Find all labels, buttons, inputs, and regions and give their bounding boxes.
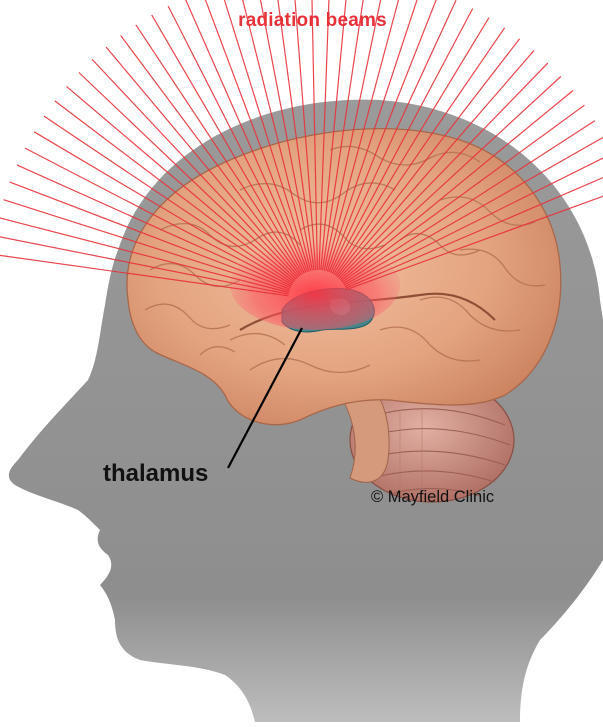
- copyright-credit: © Mayfield Clinic: [371, 488, 494, 507]
- radiation-beams-label: radiation beams: [0, 10, 603, 32]
- thalamus-label: thalamus: [103, 460, 208, 488]
